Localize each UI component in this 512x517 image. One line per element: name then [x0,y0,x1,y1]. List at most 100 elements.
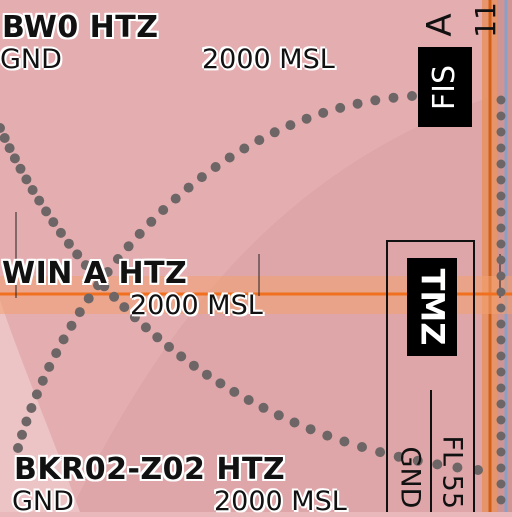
boundary-arc-lower-dot [80,260,91,271]
boundary-arc-upper-dot [102,267,113,277]
boundary-arc-upper-dot [301,113,312,124]
boundary-arc-upper-dot [13,443,23,453]
boundary-right-edge-dot [496,415,506,425]
boundary-arc-lower-dot [34,195,45,206]
zone-upper-bw0: 2000 MSL [202,44,335,75]
zone-fill-left-light [0,300,80,512]
tmz-upper-limit: FL 55 [436,435,468,510]
boundary-arc-lower-dot [432,459,443,470]
boundary-right-edge-dot [496,287,506,297]
boundary-right-edge-dot [496,383,506,393]
boundary-arc-lower-dot [41,206,52,217]
boundary-right-edge-dot [496,191,506,201]
boundary-arc-lower-dot [4,143,15,154]
boundary-arc-upper-dot [269,127,280,138]
boundary-right-edge-dot [496,223,506,233]
edge-label-top-freq: 11 [469,2,502,38]
boundary-right-edge-dot [496,159,506,169]
boundary-arc-upper-dot [112,254,123,264]
boundary-right-edge-dot [496,239,506,249]
boundary-arc-upper-dot [318,107,329,118]
boundary-arc-lower-dot [15,163,26,174]
tmz-box [386,240,475,512]
boundary-arc-lower-dot [152,332,163,343]
boundary-right-edge-dot [496,495,506,505]
boundary-arc-upper-dot [83,293,94,304]
boundary-arc-upper-dot [51,348,62,359]
boundary-arc-upper-dot [58,334,69,345]
dotted-boundaries [0,91,506,505]
tmz-badge-label: TMZ [413,268,451,346]
boundary-arc-lower-dot [201,369,212,380]
boundary-arc-upper-dot [44,361,55,372]
zone-name-bkr02: BKR02-Z02 HTZ [14,452,286,487]
boundary-arc-upper-dot [17,429,27,440]
boundary-arc-lower-dot [412,455,423,466]
boundary-arc-lower-dot [473,465,483,475]
boundary-arc-upper-dot [26,403,37,413]
boundary-arc-lower-dot [273,410,284,421]
boundary-arc-lower-dot [99,281,110,292]
boundary-right-edge-dot [496,367,506,377]
boundary-right-edge-dot [496,431,506,441]
boundary-arc-lower-dot [322,430,333,441]
boundary-arc-lower-dot [0,133,10,143]
boundary-right-edge-dot [496,255,506,265]
boundary-arc-upper-dot [146,216,157,227]
boundary-arc-lower-dot [63,238,74,249]
boundary-arc-lower-dot [119,302,130,313]
boundary-arc-upper-dot [352,98,363,109]
boundary-arc-lower-dot [140,322,151,333]
zone-name-win-a: WIN A HTZ [2,256,188,291]
boundary-right-edge-dot [496,463,506,473]
boundary-arc-upper-dot [370,95,381,106]
boundary-arc-lower-dot [305,424,316,435]
boundary-arc-lower-dot [164,341,174,352]
boundary-right-edge-dot [496,351,506,361]
boundary-arc-upper-dot [31,389,42,400]
boundary-right-edge-dot [496,303,506,313]
boundary-arc-upper-dot [224,152,235,163]
boundary-right-edge-dot [496,335,506,345]
boundary-arc-lower-dot [258,402,269,413]
boundary-right-edge-dot [496,127,506,137]
boundary-arc-lower-dot [9,153,20,164]
boundary-arc-upper-dot [66,320,77,331]
boundary-arc-upper-dot [134,228,145,239]
boundary-arc-lower-dot [243,395,254,405]
boundary-arc-upper-dot [285,120,296,131]
boundary-right-edge-dot [496,143,506,153]
boundary-arc-lower-dot [375,447,386,458]
boundary-arc-lower-dot [0,123,5,133]
boundary-arc-upper-dot [183,182,194,193]
boundary-arc-upper-dot [239,143,250,154]
boundary-arc-upper-dot [170,193,181,204]
boundary-arc-upper-dot [196,172,207,183]
boundary-arc-upper-dot [21,416,32,427]
boundary-arc-lower-dot [55,227,66,238]
boundary-arc-lower-dot [72,249,83,260]
tmz-badge: TMZ [407,258,457,356]
tmz-lower-limit: GND [394,446,426,509]
boundary-arc-upper-dot [158,205,169,215]
boundary-arc-lower-dot [48,217,59,228]
zone-upper-win-a: 2000 MSL [130,290,263,321]
boundary-arc-upper-dot [335,102,346,113]
boundary-arc-upper-dot [254,135,265,146]
boundary-arc-lower-dot [176,351,187,362]
boundary-right-edge-dot [496,207,506,217]
boundary-right-edge-dot [496,175,506,185]
boundary-arc-lower-dot [21,174,32,185]
boundary-arc-lower-dot [357,442,367,452]
boundary-arc-upper-dot [210,162,221,172]
zone-lower-bw0: GND [0,44,62,75]
fis-badge-label: FIS [427,64,463,110]
boundary-arc-upper-dot [123,241,134,252]
boundary-arc-lower-dot [188,360,199,371]
boundary-right-edge-dot [496,95,506,105]
boundary-arc-lower-dot [393,451,404,462]
boundary-arc-lower-dot [339,436,350,447]
fis-badge: FIS [418,47,472,127]
zone-upper-bkr02: 2000 MSL [214,486,347,517]
boundary-arc-upper-dot [407,91,417,101]
